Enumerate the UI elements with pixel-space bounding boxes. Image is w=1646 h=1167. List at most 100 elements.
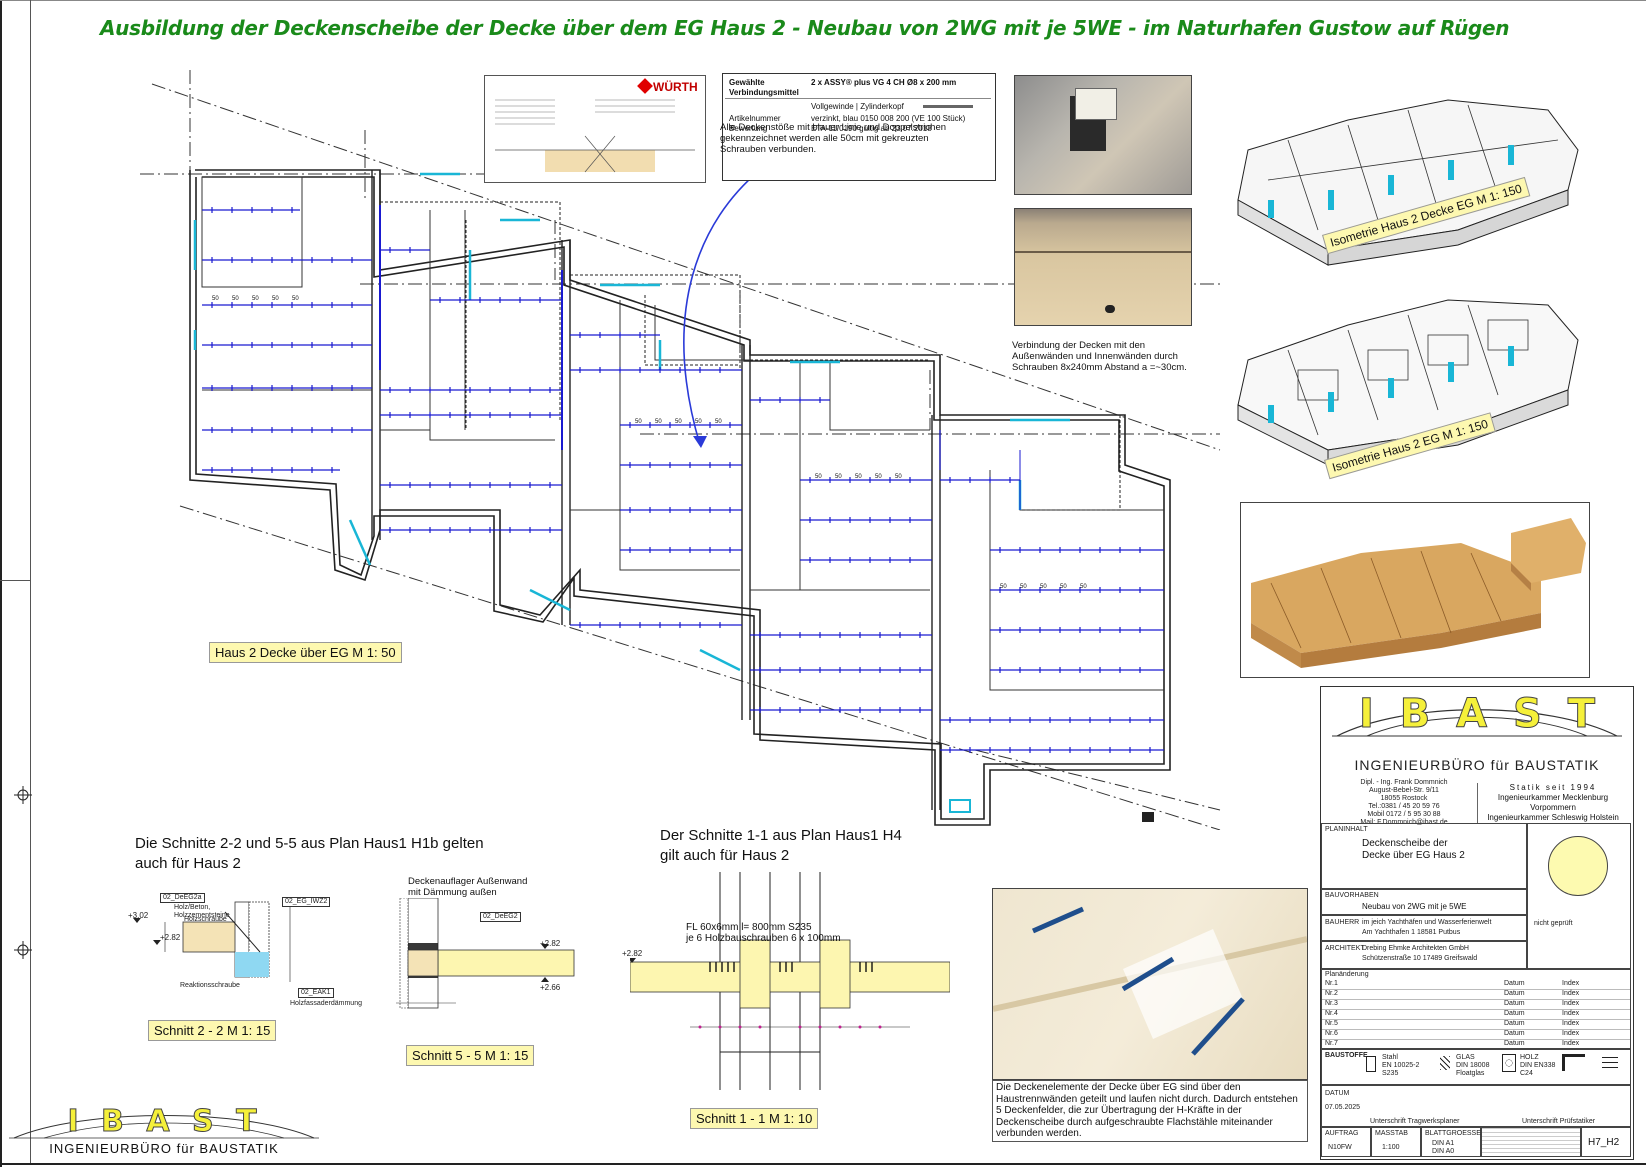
revision-row-line bbox=[1322, 1009, 1630, 1010]
photo-ceiling-joint bbox=[1014, 208, 1192, 326]
section-2-2 bbox=[133, 901, 291, 982]
revision-row-nr: Nr.4 bbox=[1325, 1010, 1338, 1017]
planinhalt-cell: PLANINHALT Deckenscheibe der Decke über … bbox=[1321, 823, 1527, 889]
steel-icon bbox=[1366, 1056, 1376, 1072]
s55-lev2: +2.66 bbox=[540, 983, 561, 992]
ibast-letters-small: I B A S T bbox=[67, 1104, 263, 1140]
blatt-cell: BLATTGROESSE DIN A1 DIN A0 bbox=[1421, 1127, 1481, 1157]
s55-lev1: +2.82 bbox=[540, 939, 561, 948]
bauherr-line1: im jeich Yachthäfen und Wasserferienwelt bbox=[1362, 919, 1492, 926]
render-flat-steel-shapes bbox=[993, 906, 1307, 1056]
s22-label: Schnitt 2 - 2 M 1: 15 bbox=[148, 1020, 277, 1041]
signature-area: DATUM 07.05.2025 Unterschrift Tragwerksp… bbox=[1321, 1085, 1631, 1127]
stahl-label: Stahl bbox=[1382, 1054, 1398, 1061]
wuerth-logo-icon bbox=[637, 78, 653, 94]
render-3d-shapes bbox=[1251, 518, 1586, 668]
s55-label: Schnitt 5 - 5 M 1: 15 bbox=[406, 1045, 535, 1066]
s22-lev1: +3.02 bbox=[128, 911, 149, 920]
revision-row-nr: Nr.5 bbox=[1325, 1020, 1338, 1027]
revision-row-datum: Datum bbox=[1504, 1020, 1525, 1027]
revision-row-line bbox=[1322, 1019, 1630, 1020]
title-block: I B A S T INGENIEURBÜRO für BAUSTATIK Di… bbox=[1320, 686, 1634, 1160]
revision-row-index: Index bbox=[1562, 1010, 1580, 1017]
engineer-address: Dipl. - Ing. Frank Dommnich August-Bebel… bbox=[1329, 779, 1479, 827]
glass-icon bbox=[1440, 1056, 1450, 1070]
revision-row-index: Index bbox=[1562, 1000, 1580, 1007]
callout-row2-right: verzinkt, blau 0150 008 200 (VE 100 Stüc… bbox=[811, 114, 966, 123]
bauherr-line2: Am Yachthafen 1 18581 Putbus bbox=[1362, 929, 1461, 936]
frame-left bbox=[0, 0, 2, 1167]
s11-lev: +2.82 bbox=[622, 949, 643, 958]
baustoffe-cell: BAUSTOFFE Stahl EN 10025-2 S235 GLAS DIN… bbox=[1321, 1049, 1631, 1085]
s55-caption: Deckenauflager Außenwand mit Dämmung auß… bbox=[408, 876, 528, 898]
callout-header-right: 2 x ASSY® plus VG 4 CH Ø8 x 200 mm bbox=[811, 78, 957, 87]
datum-key: DATUM bbox=[1325, 1090, 1350, 1097]
wuerth-brand: WÜRTH bbox=[653, 80, 698, 94]
bauherr-key: BAUHERR bbox=[1325, 919, 1360, 926]
s11-note1: FL 60x6mm l= 800mm S235 bbox=[686, 922, 812, 933]
revision-row-datum: Datum bbox=[1504, 1000, 1525, 1007]
revision-row-nr: Nr.2 bbox=[1325, 990, 1338, 997]
dimension-50-label: 50 bbox=[815, 474, 822, 480]
revision-row-datum: Datum bbox=[1504, 1030, 1525, 1037]
since-1994: Statik seit 1994 bbox=[1509, 783, 1597, 792]
drawing-title: Ausbildung der Deckenscheibe der Decke ü… bbox=[100, 16, 1510, 40]
engineer-line-3: 18055 Rostock bbox=[1380, 795, 1428, 802]
isometric-decke bbox=[1237, 99, 1579, 266]
revision-row-index: Index bbox=[1562, 1020, 1580, 1027]
plan-label: Haus 2 Decke über EG M 1: 50 bbox=[209, 642, 402, 663]
profile-icon bbox=[1562, 1054, 1585, 1071]
architekt-line1: Drebing Ehmke Architekten GmbH bbox=[1362, 945, 1469, 952]
massstab-cell: MASSTAB 1:100 bbox=[1371, 1127, 1421, 1157]
s22-tag3: 02_EAK1 bbox=[298, 988, 334, 998]
section-5-5 bbox=[396, 898, 575, 1009]
approval-stamp-circle bbox=[1548, 836, 1608, 896]
screw-callout: Gewählte Verbindungsmittel 2 x ASSY® plu… bbox=[722, 73, 996, 181]
callout-row3-right: ETA-11/0190 gültig ab 23.07.2018 bbox=[811, 124, 932, 133]
glas-norm: DIN 18008 bbox=[1456, 1062, 1490, 1069]
frame-mid-left bbox=[0, 580, 30, 581]
dimension-50-label: 50 bbox=[675, 419, 682, 425]
dimension-50-label: 50 bbox=[252, 296, 259, 302]
revision-row-datum: Datum bbox=[1504, 1010, 1525, 1017]
frame-top bbox=[0, 0, 1646, 1]
dimension-50-label: 50 bbox=[875, 474, 882, 480]
plan-number-cell: H7_H2 bbox=[1581, 1127, 1631, 1157]
bauherr-cell: BAUHERR im jeich Yachthäfen und Wasserfe… bbox=[1321, 915, 1527, 941]
s22-tag1: 02_DeEG2a bbox=[160, 893, 205, 903]
connection-note: Verbindung der Decken mit den Außenwände… bbox=[1012, 340, 1187, 373]
revision-row-nr: Nr.7 bbox=[1325, 1040, 1338, 1047]
screw-icon bbox=[923, 105, 973, 108]
revision-row-line bbox=[1322, 999, 1630, 1000]
s22-lev2: +2.82 bbox=[160, 933, 181, 942]
chamber-sh: Ingenieurkammer Schleswig Holstein bbox=[1487, 813, 1619, 822]
s22-txt2: Holzschraube bbox=[184, 916, 227, 923]
revision-row-index: Index bbox=[1562, 1030, 1580, 1037]
sig-right: Unterschrift Prüfstatiker bbox=[1522, 1118, 1596, 1125]
photo-joint-line bbox=[1015, 251, 1191, 253]
engineer-line-1: Dipl. - Ing. Frank Dommnich bbox=[1360, 779, 1448, 786]
s22-txt4: Holzfassaderdämmung bbox=[290, 1000, 362, 1007]
baustoffe-key: BAUSTOFFE bbox=[1325, 1052, 1368, 1059]
photo-hole bbox=[1105, 305, 1115, 313]
architekt-line2: Schützenstraße 10 17489 Greifswald bbox=[1362, 955, 1478, 962]
dimension-50-label: 50 bbox=[855, 474, 862, 480]
dimension-50-label: 50 bbox=[895, 474, 902, 480]
bottom-note-box bbox=[992, 1080, 1308, 1142]
photo-screw-drilling bbox=[1014, 75, 1192, 195]
engineer-line-5: Mobil 0172 / 5 95 30 88 bbox=[1367, 811, 1441, 818]
bauvorhaben-cell: BAUVORHABEN Neubau von 2WG mit je 5WE bbox=[1321, 889, 1527, 915]
stahl-norm: EN 10025-2 bbox=[1382, 1062, 1420, 1069]
dimension-50-label: 50 bbox=[635, 419, 642, 425]
s22-txt3: Reaktionsschraube bbox=[180, 982, 240, 989]
revision-row-nr: Nr.3 bbox=[1325, 1000, 1338, 1007]
registration-marks bbox=[14, 786, 32, 959]
bottom-note: Die Deckenelemente der Decke über EG sin… bbox=[996, 1082, 1298, 1139]
planinhalt-key: PLANINHALT bbox=[1325, 826, 1368, 833]
revision-row-line bbox=[1322, 1029, 1630, 1030]
section-1-1 bbox=[630, 872, 950, 1090]
dimension-50-label: 50 bbox=[232, 296, 239, 302]
dimension-50-label: 50 bbox=[655, 419, 662, 425]
dimension-50-label: 50 bbox=[1080, 584, 1087, 590]
